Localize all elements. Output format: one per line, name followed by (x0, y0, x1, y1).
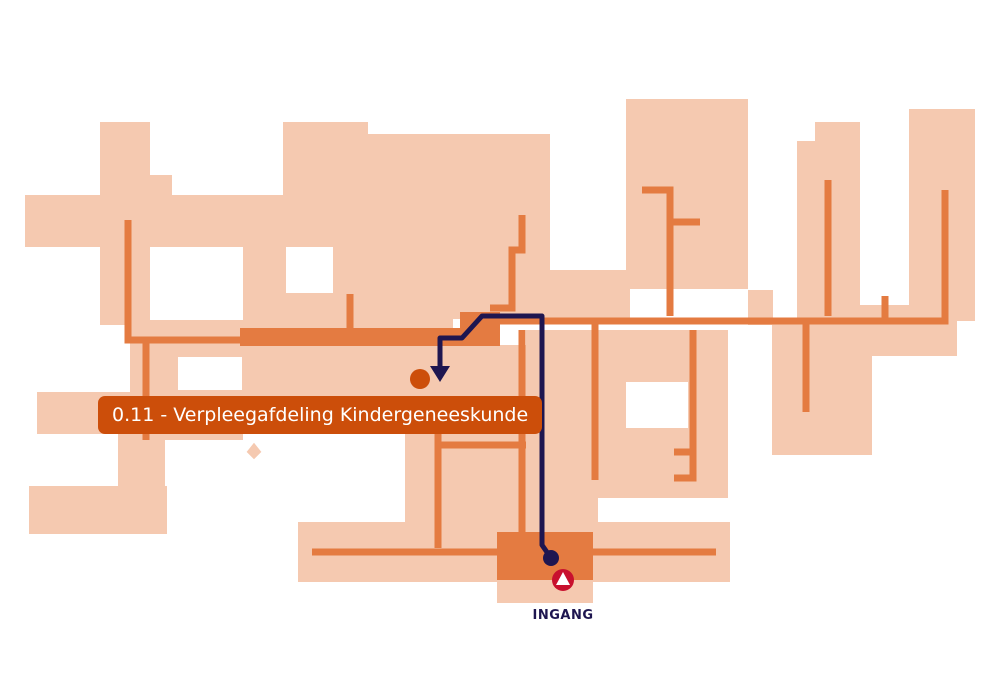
entrance-label: INGANG (532, 608, 594, 623)
walking-route (430, 313, 559, 566)
small-diamond-marker (245, 441, 263, 461)
entrance-marker (552, 569, 574, 591)
destination-marker (410, 369, 430, 389)
entrance-triangle-icon (556, 572, 570, 585)
destination-label: 0.11 - Verpleegafdeling Kindergeneeskund… (98, 396, 543, 434)
courtyards (150, 247, 688, 428)
route-arrow-icon (430, 366, 450, 382)
corridors (124, 180, 949, 556)
route-start-dot (543, 550, 559, 566)
building-footprint (25, 99, 975, 603)
